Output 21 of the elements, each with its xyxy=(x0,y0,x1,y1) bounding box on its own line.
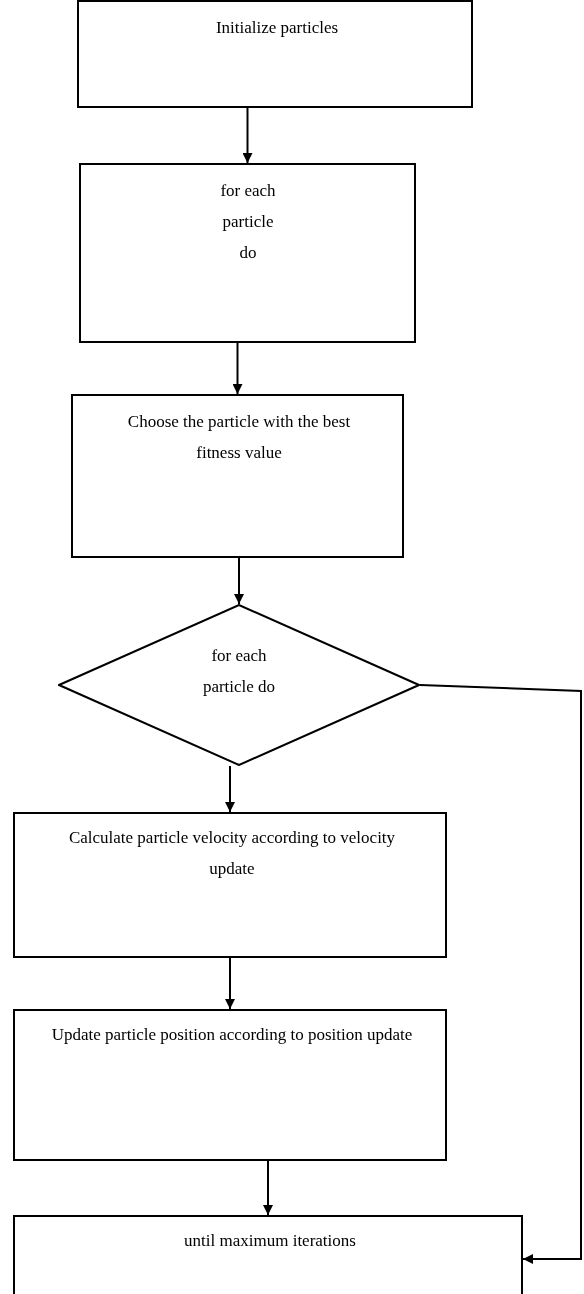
arrow xyxy=(232,342,243,395)
arrow xyxy=(225,765,235,813)
box-label: for each particle do xyxy=(219,180,277,264)
arrow xyxy=(225,957,235,1010)
box-label: Choose the particle with the best fitness value xyxy=(126,411,352,464)
arrow xyxy=(234,557,244,605)
box-label: Calculate particle velocity according to velocity update xyxy=(67,827,397,880)
process-box xyxy=(13,1009,447,1161)
box-label: for each particle do xyxy=(201,645,277,698)
box-label: until maximum iterations xyxy=(183,1230,357,1252)
arrow xyxy=(242,107,253,164)
box-label: Update particle position according to position update xyxy=(50,1024,414,1046)
box-label: Initialize particles xyxy=(214,17,340,39)
process-box xyxy=(79,163,416,343)
decision-diamond xyxy=(58,604,420,766)
arrow xyxy=(419,684,582,1264)
arrow xyxy=(263,1160,273,1216)
process-box xyxy=(13,812,447,958)
process-box xyxy=(77,0,473,108)
process-box xyxy=(13,1215,523,1294)
process-box xyxy=(71,394,404,558)
